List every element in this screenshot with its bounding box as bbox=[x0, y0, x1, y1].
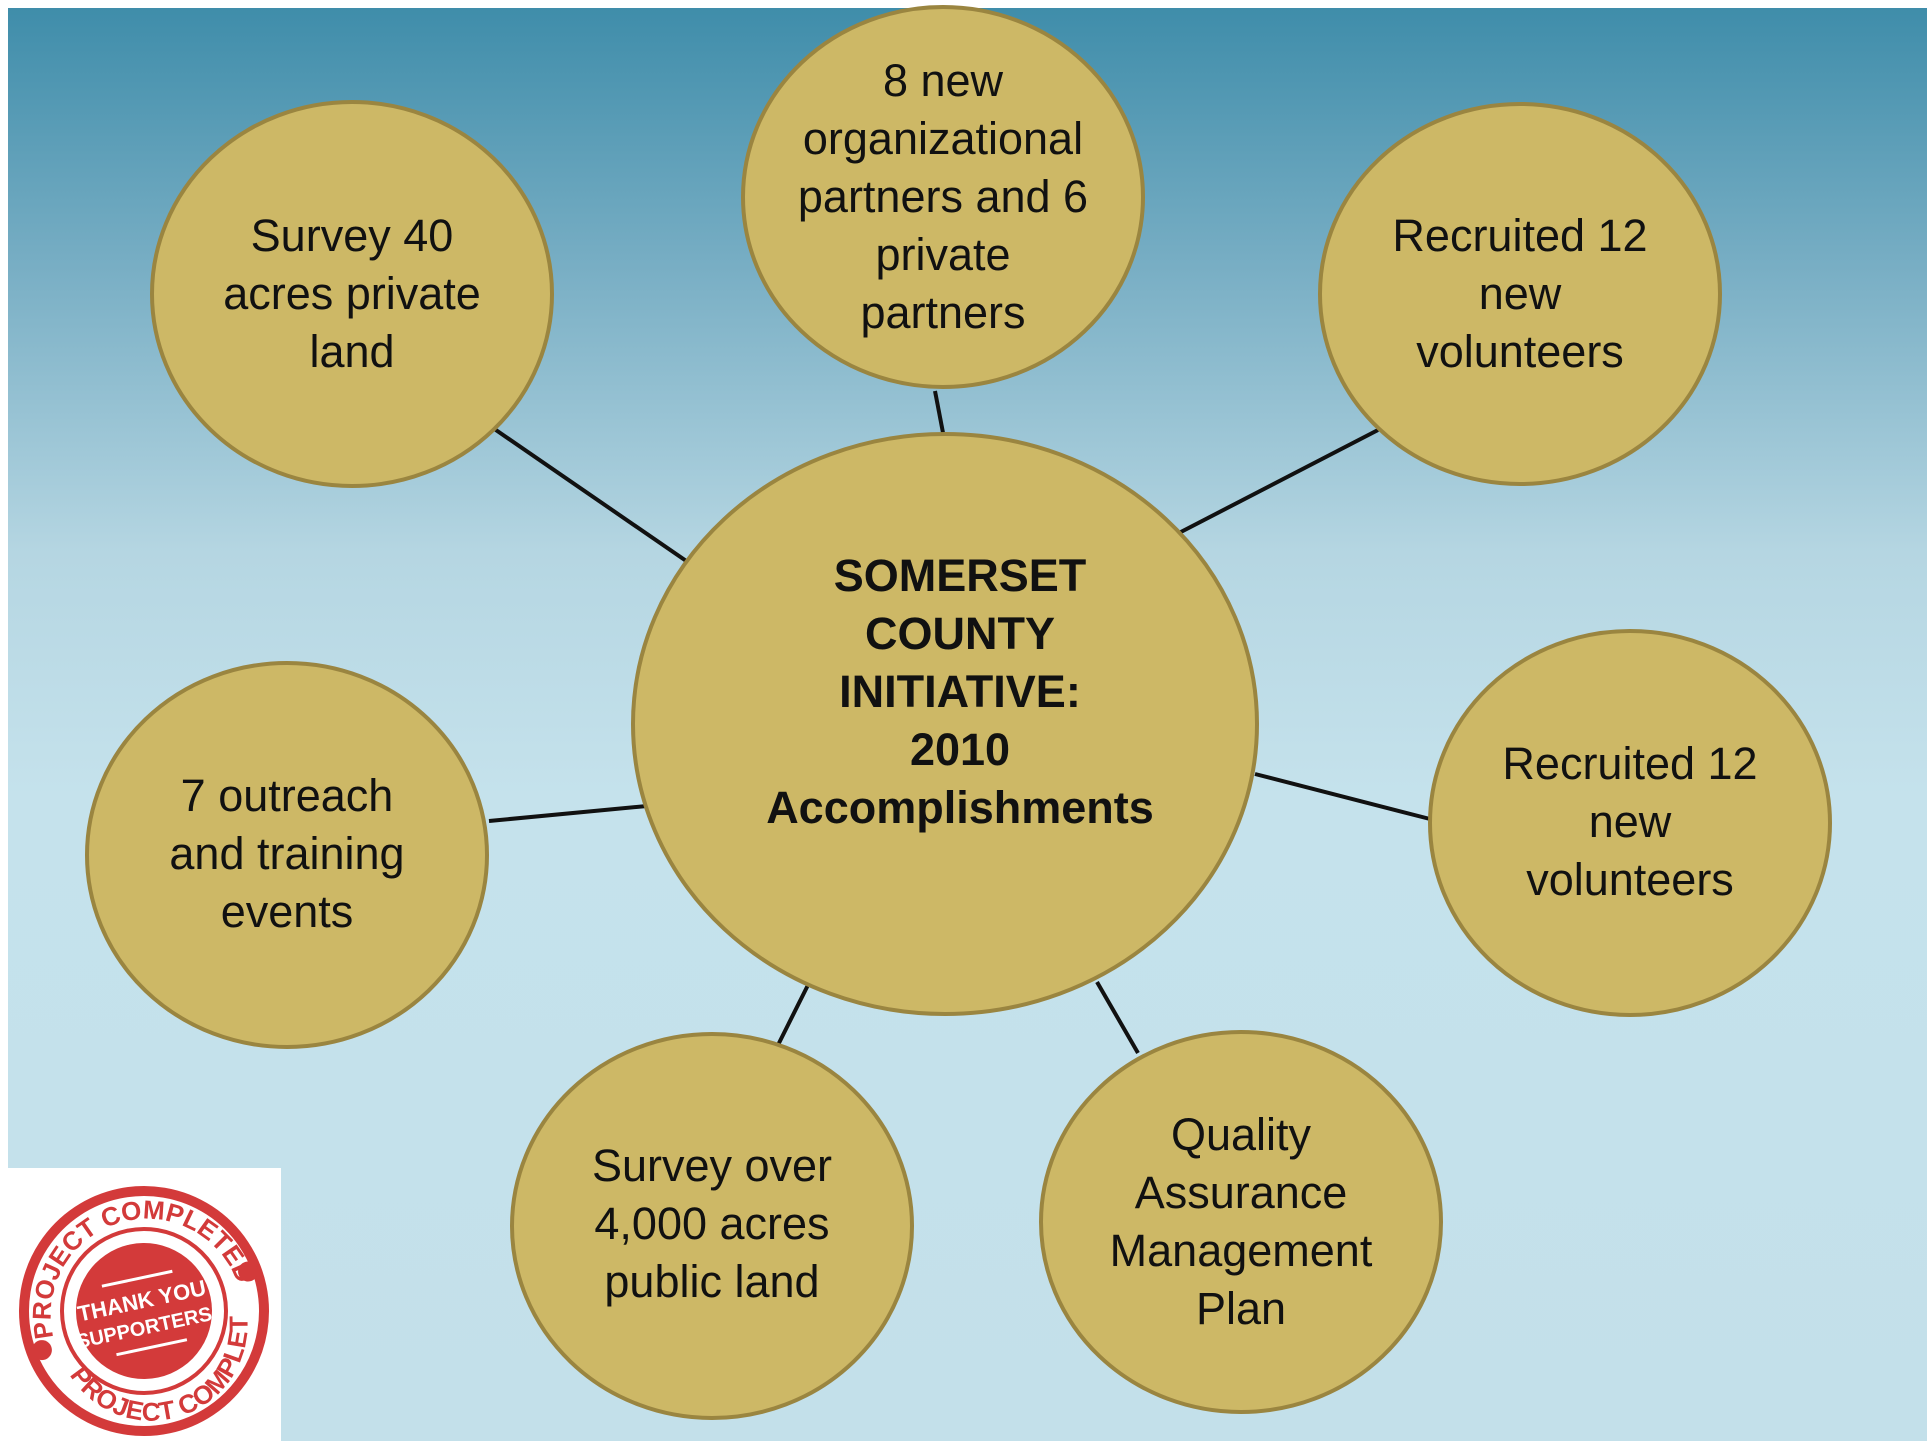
node-line: and training bbox=[169, 828, 405, 879]
node-line: 7 outreach bbox=[180, 770, 394, 821]
connector-volunteers-top bbox=[1176, 428, 1379, 536]
node-outreach: 7 outreach and training events bbox=[117, 684, 457, 1024]
node-line: partners bbox=[860, 287, 1026, 338]
node-line: Quality bbox=[1170, 1109, 1312, 1160]
node-survey-public: Survey over 4,000 acres public land bbox=[542, 1054, 882, 1394]
center-line: COUNTY bbox=[864, 608, 1055, 659]
node-volunteers-top: Recruited 12 new volunteers bbox=[1350, 124, 1690, 464]
connector-partners bbox=[933, 390, 946, 439]
node-line: 8 new bbox=[882, 55, 1004, 106]
node-line: Plan bbox=[1195, 1283, 1287, 1334]
node-line: new bbox=[1478, 268, 1562, 319]
node-line: Recruited 12 bbox=[1502, 738, 1758, 789]
connector-qa-plan bbox=[1095, 980, 1140, 1055]
center-line: 2010 bbox=[909, 724, 1011, 775]
node-line: Survey 40 bbox=[250, 210, 454, 261]
connector-outreach bbox=[488, 804, 648, 823]
node-line: Assurance bbox=[1134, 1167, 1348, 1218]
center-line: SOMERSET bbox=[833, 550, 1087, 601]
node-volunteers-right: Recruited 12 new volunteers bbox=[1460, 652, 1800, 992]
bubble-center bbox=[631, 432, 1259, 1016]
bubble-partners bbox=[741, 5, 1145, 389]
node-line: Recruited 12 bbox=[1392, 210, 1648, 261]
bubble-volunteers-top bbox=[1318, 102, 1722, 486]
check-icon bbox=[238, 1261, 259, 1282]
node-survey-private: Survey 40 acres private land bbox=[182, 124, 522, 464]
stamp-inner-ring bbox=[60, 1227, 228, 1395]
project-completed-stamp: PROJECT COMPLETED PROJECT COMPLETED THAN… bbox=[8, 1168, 281, 1441]
stamp-divider-top bbox=[101, 1269, 173, 1288]
node-line: acres private bbox=[223, 268, 481, 319]
bubble-qa-plan bbox=[1039, 1030, 1443, 1414]
node-line: public land bbox=[604, 1256, 820, 1307]
stamp-graphic: PROJECT COMPLETED PROJECT COMPLETED THAN… bbox=[8, 1168, 272, 1441]
node-partners: 8 new organizational partners and 6 priv… bbox=[773, 32, 1113, 362]
node-line: organizational bbox=[802, 113, 1084, 164]
center-title: SOMERSET COUNTY INITIATIVE: 2010 Accompl… bbox=[700, 512, 1220, 872]
stamp-divider-bottom bbox=[116, 1338, 188, 1357]
node-line: Survey over bbox=[591, 1140, 833, 1191]
node-line: 4,000 acres bbox=[594, 1198, 830, 1249]
bubble-survey-public bbox=[510, 1032, 914, 1420]
node-line: Management bbox=[1109, 1225, 1373, 1276]
node-line: volunteers bbox=[1416, 326, 1624, 377]
check-icon bbox=[31, 1340, 52, 1361]
bubble-survey-private bbox=[150, 100, 554, 488]
stamp-outer-ring bbox=[19, 1186, 269, 1436]
connector-survey-public bbox=[776, 982, 811, 1046]
center-line: INITIATIVE: bbox=[839, 666, 1081, 717]
connector-volunteers-right bbox=[1254, 772, 1431, 821]
node-line: events bbox=[220, 886, 354, 937]
node-line: partners and 6 bbox=[797, 171, 1089, 222]
connectors bbox=[488, 390, 1431, 1055]
node-line: private bbox=[875, 229, 1011, 280]
connector-survey-private bbox=[491, 426, 697, 569]
stamp-center-disc bbox=[76, 1243, 212, 1379]
node-qa-plan: Quality Assurance Management Plan bbox=[1071, 1052, 1411, 1392]
center-line: Accomplishments bbox=[766, 782, 1154, 833]
bubble-volunteers-right bbox=[1428, 629, 1832, 1017]
node-line: new bbox=[1588, 796, 1672, 847]
node-line: land bbox=[309, 326, 395, 377]
bubble-outreach bbox=[85, 661, 489, 1049]
node-line: volunteers bbox=[1526, 854, 1734, 905]
